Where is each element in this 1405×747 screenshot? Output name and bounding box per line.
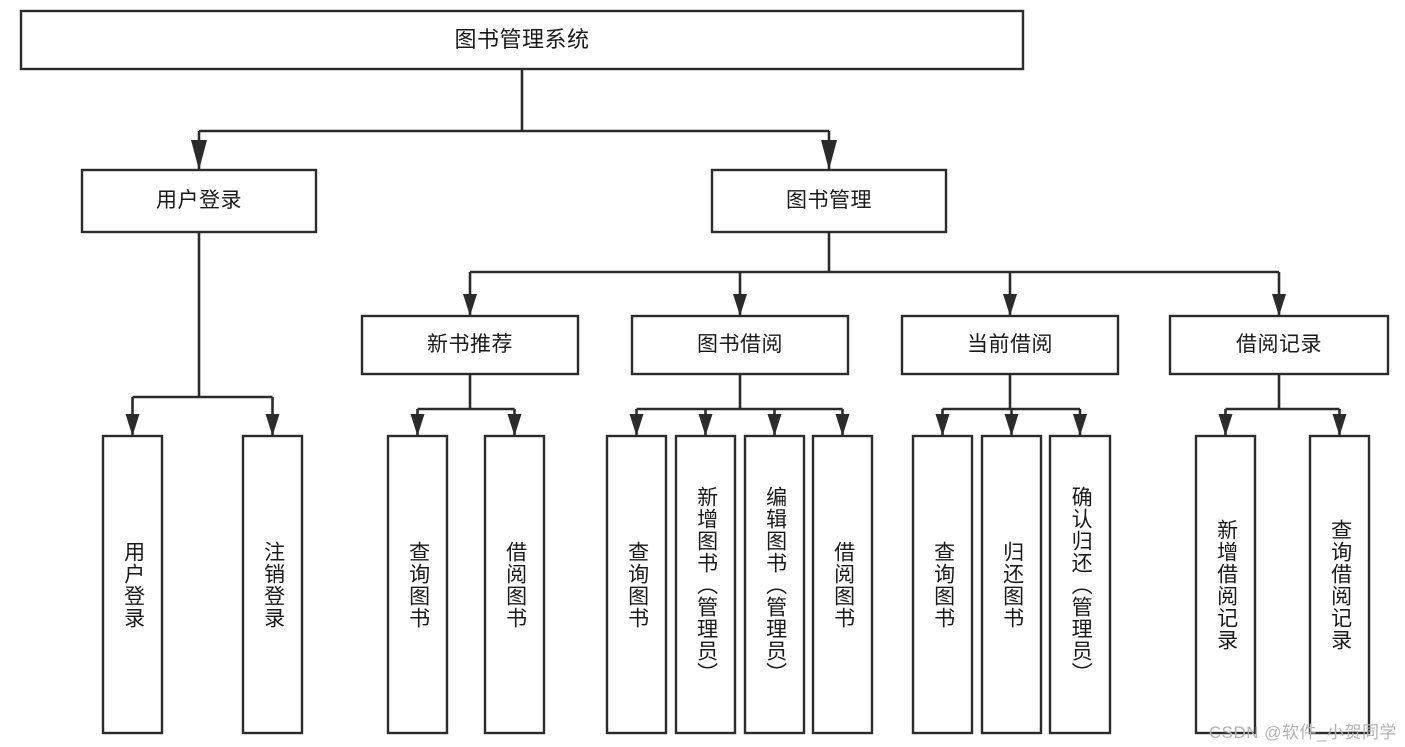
node-boxes-layer: [19, 9, 1390, 735]
arrow-icon-leaf-user-login: [125, 414, 140, 436]
node-box-book-borrow[interactable]: [630, 314, 850, 376]
node-box-leaf-edit-book[interactable]: [743, 434, 806, 735]
node-box-current-borrow[interactable]: [900, 314, 1120, 376]
arrow-icon-leaf-query-book-recommend: [410, 414, 425, 436]
arrow-icon-leaf-query-book-borrow: [629, 414, 644, 436]
arrow-icon-leaf-add-borrow-record: [1218, 414, 1233, 436]
arrow-icon-leaf-query-borrow-record: [1332, 414, 1347, 436]
arrow-icon-leaf-user-logout: [265, 414, 280, 436]
node-box-leaf-query-book-recommend[interactable]: [386, 434, 449, 735]
arrow-icon-current-borrow: [1003, 294, 1017, 316]
arrow-icon-leaf-query-book-current: [935, 414, 950, 436]
arrow-icon-new-book-recommend: [463, 294, 477, 316]
node-box-leaf-add-borrow-record[interactable]: [1194, 434, 1257, 735]
node-box-leaf-confirm-return[interactable]: [1048, 434, 1112, 735]
arrow-icon-leaf-return-book: [1004, 414, 1019, 436]
arrow-icon-leaf-borrow-book-recommend: [507, 414, 522, 436]
node-box-leaf-borrow-book[interactable]: [811, 434, 874, 735]
node-box-book-manage[interactable]: [710, 168, 948, 234]
node-box-leaf-query-borrow-record[interactable]: [1308, 434, 1371, 735]
node-box-leaf-query-book-current[interactable]: [911, 434, 974, 735]
node-box-leaf-return-book[interactable]: [980, 434, 1043, 735]
arrow-icon-book-borrow: [733, 294, 747, 316]
connectors-layer: [125, 69, 1347, 436]
arrow-icon-leaf-edit-book: [767, 414, 782, 436]
node-box-root[interactable]: [19, 9, 1025, 71]
arrow-icon-user-login: [191, 140, 207, 170]
arrow-icon-leaf-add-book: [698, 414, 713, 436]
node-box-new-book-recommend[interactable]: [360, 314, 580, 376]
arrow-icon-book-manage: [821, 140, 837, 170]
node-box-leaf-query-book-borrow[interactable]: [605, 434, 668, 735]
arrow-icon-leaf-confirm-return: [1073, 414, 1087, 436]
arrow-icon-leaf-borrow-book: [835, 414, 850, 436]
node-box-leaf-user-logout[interactable]: [241, 434, 304, 735]
node-box-leaf-user-login[interactable]: [101, 434, 164, 735]
arrow-icon-borrow-record: [1272, 294, 1286, 316]
node-box-leaf-borrow-book-recommend[interactable]: [483, 434, 546, 735]
watermark-text: CSDN @软件_小贺同学: [1208, 723, 1397, 742]
node-box-borrow-record[interactable]: [1168, 314, 1390, 376]
node-box-user-login[interactable]: [80, 168, 318, 234]
node-box-leaf-add-book[interactable]: [674, 434, 737, 735]
